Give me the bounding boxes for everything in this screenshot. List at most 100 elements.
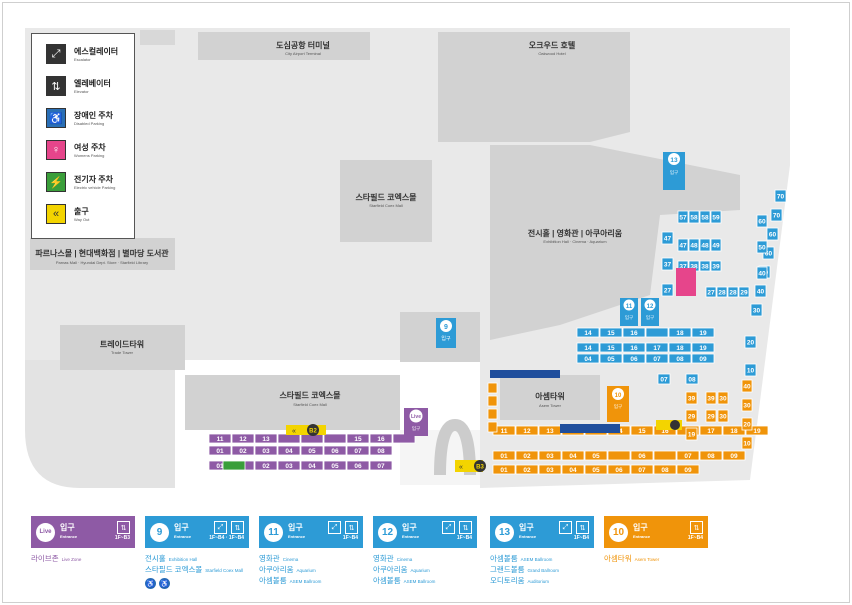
disabled-parking-icon: ♿ [159, 578, 170, 589]
entrance-marker-live[interactable]: Live 입구 [404, 408, 428, 436]
svg-text:11: 11 [217, 436, 224, 443]
slot-orange: 01 [492, 464, 516, 475]
svg-text:08: 08 [707, 453, 715, 460]
entrance-floors: 1F~B4 · 1F~B4 [209, 535, 244, 541]
svg-text:04: 04 [285, 448, 293, 455]
svg-text:03: 03 [285, 463, 293, 470]
svg-text:04: 04 [569, 453, 577, 460]
entrance-10-ko: 입구 [614, 403, 622, 410]
svg-text:03: 03 [546, 453, 554, 460]
slot-purple: 07 [369, 460, 393, 471]
svg-text:10: 10 [743, 440, 751, 447]
svg-text:18: 18 [676, 330, 684, 337]
elevator-icon: ⇅ [46, 76, 66, 96]
slot-orange [487, 421, 498, 433]
slot-blue: 28 [716, 286, 728, 298]
label-starfield-upper-ko: 스타필드 코엑스몰 [355, 192, 417, 202]
svg-text:57: 57 [679, 214, 687, 221]
svg-text:09: 09 [699, 356, 707, 363]
entrance-marker-11[interactable]: 11 입구 [620, 298, 638, 326]
svg-text:40: 40 [758, 270, 766, 277]
entrance-floors: 1F~B4 [342, 535, 358, 541]
svg-text:09: 09 [684, 467, 692, 474]
slot-orange: 06 [607, 464, 631, 475]
slot-purple: 05 [300, 445, 324, 456]
svg-text:37: 37 [664, 261, 672, 268]
svg-text:49: 49 [712, 242, 720, 249]
slot-blue: 14 [576, 342, 600, 353]
svg-text:60: 60 [769, 231, 777, 238]
entrance-13-num: 13 [670, 157, 678, 164]
svg-text:58: 58 [701, 214, 709, 221]
svg-text:17: 17 [707, 428, 715, 435]
entrance-9-num: 9 [444, 324, 448, 331]
entrance-number: 12 [378, 522, 397, 542]
slot-blue: 20 [744, 335, 757, 349]
slot-orange: 02 [515, 450, 539, 461]
entrance-number: 9 [150, 522, 169, 542]
slot-purple: 11 [208, 433, 232, 444]
women-parking-block [676, 268, 696, 296]
label-asem-ko: 아셈타워 [535, 391, 564, 401]
slot-blue: 04 [576, 353, 600, 364]
svg-text:30: 30 [743, 402, 751, 409]
legend-label: 출구 [74, 207, 89, 216]
svg-text:«: « [459, 464, 463, 471]
svg-text:08: 08 [688, 376, 696, 383]
svg-text:06: 06 [638, 453, 646, 460]
slot-blue: 14 [576, 327, 600, 338]
slot-purple: 06 [323, 445, 347, 456]
entrance-marker-10[interactable]: 10 입구 [607, 386, 629, 422]
escalator-icon: ⤢ [328, 521, 341, 534]
svg-text:07: 07 [660, 376, 668, 383]
svg-text:15: 15 [638, 428, 646, 435]
navy-band-lower [560, 424, 620, 433]
elevator-icon: ⇅ [459, 521, 472, 534]
svg-text:15: 15 [354, 436, 362, 443]
slot-orange: 06 [630, 450, 654, 461]
building-exhibition [490, 145, 740, 340]
slot-blue: 70 [770, 208, 783, 222]
entrance-marker-12[interactable]: 12 입구 [641, 298, 659, 326]
slot-blue: 58 [688, 210, 700, 224]
building-airport-terminal [198, 32, 370, 60]
entrance-marker-9[interactable]: 9 입구 [436, 318, 456, 348]
slot-blue: 59 [710, 210, 722, 224]
svg-text:29: 29 [707, 413, 715, 420]
building-starfield-upper [340, 160, 432, 242]
svg-text:38: 38 [701, 263, 709, 270]
slot-blue: 19 [691, 327, 715, 338]
slot-blue: 60 [756, 214, 768, 228]
slot-blue: 30 [750, 303, 763, 317]
slot-blue: 07 [645, 353, 669, 364]
svg-text:60: 60 [758, 218, 766, 225]
slot-blue: 15 [599, 342, 623, 353]
label-trade-en: Trade Tower [111, 350, 134, 355]
svg-text:39: 39 [688, 395, 696, 402]
women-parking-icon: ♀ [46, 140, 66, 160]
entrance-marker-13[interactable]: 13 입구 [663, 152, 685, 190]
slot-purple [323, 433, 347, 444]
svg-text:29: 29 [740, 289, 748, 296]
svg-text:28: 28 [718, 289, 726, 296]
svg-text:01: 01 [500, 467, 508, 474]
way-out-marker [656, 420, 682, 430]
slot-orange: 39 [685, 391, 698, 405]
svg-text:70: 70 [777, 193, 785, 200]
slot-orange: 20 [741, 417, 753, 431]
slot-orange: 13 [538, 425, 562, 436]
svg-text:05: 05 [308, 448, 316, 455]
slot-blue: 17 [645, 342, 669, 353]
entrance-12-num: 12 [647, 304, 654, 310]
building-trade-tower [60, 325, 185, 370]
entrance-label-en: Entrance [174, 534, 192, 539]
svg-text:20: 20 [743, 421, 751, 428]
